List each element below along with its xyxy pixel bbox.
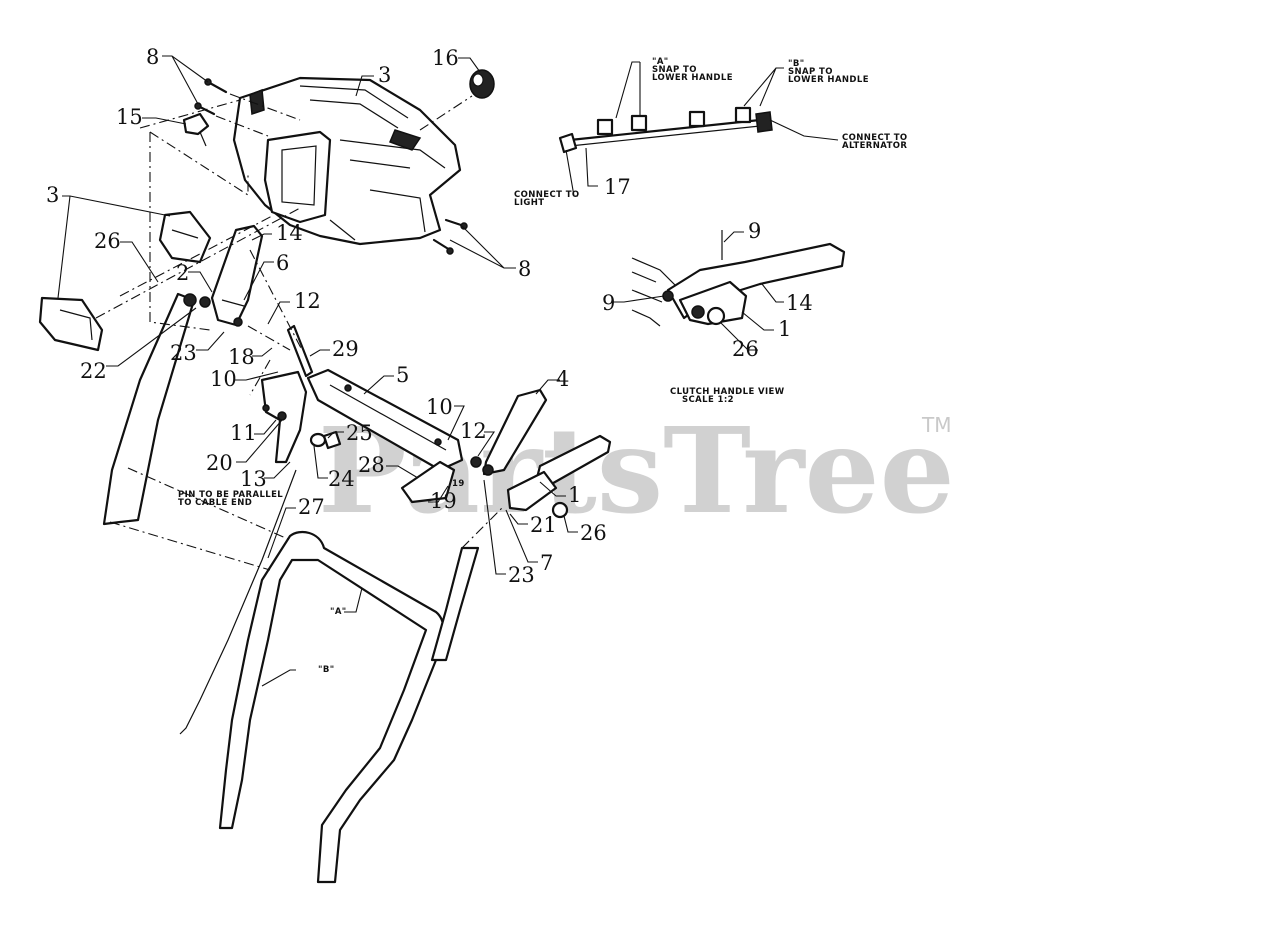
callout-numbers: 8 3 16 15 3 26 14 2 6 12 22 23 18 29 10 … — [46, 45, 813, 587]
callout-21: 21 — [530, 513, 557, 537]
callout-11: 11 — [230, 421, 257, 445]
note-small-19: 19 — [452, 479, 465, 489]
knob-part-16 — [469, 69, 495, 99]
callout-12-right: 12 — [460, 419, 487, 443]
callout-1-inset: 1 — [778, 317, 791, 341]
callout-2: 2 — [176, 261, 189, 285]
callout-12: 12 — [294, 289, 321, 313]
callout-9: 9 — [748, 219, 761, 243]
watermark-tm: TM — [921, 413, 951, 437]
note-snap-b-2: SNAP TO — [788, 67, 833, 77]
callout-18: 18 — [228, 345, 255, 369]
callout-7: 7 — [540, 551, 553, 575]
callout-29: 29 — [332, 337, 359, 361]
callout-20: 20 — [206, 451, 233, 475]
note-connect-alternator-1: CONNECT TO — [842, 133, 908, 143]
callout-26: 26 — [94, 229, 121, 253]
callout-1: 1 — [568, 483, 581, 507]
callout-26-inset: 26 — [732, 337, 759, 361]
callout-8-lower: 8 — [518, 257, 531, 281]
callout-14: 14 — [276, 221, 303, 245]
wire-harness-part-17 — [558, 106, 773, 154]
bracket-part-20 — [260, 370, 308, 464]
callout-3: 3 — [378, 63, 391, 87]
bracket-part-28 — [400, 460, 456, 504]
callout-22: 22 — [80, 359, 107, 383]
key-part-15 — [182, 112, 210, 147]
callout-5: 5 — [396, 363, 409, 387]
note-snap-a-2: SNAP TO — [652, 65, 697, 75]
callout-27: 27 — [298, 495, 325, 519]
callout-10-right: 10 — [426, 395, 453, 419]
screw-parts-8-upper — [194, 78, 228, 116]
callout-10: 10 — [210, 367, 237, 391]
callout-14-inset: 14 — [786, 291, 813, 315]
upper-handle-frame — [218, 530, 480, 884]
callout-25: 25 — [346, 421, 373, 445]
callout-24: 24 — [328, 467, 355, 491]
note-snap-a-3: LOWER HANDLE — [652, 73, 733, 83]
callout-19: 19 — [430, 489, 457, 513]
note-label-b: "B" — [318, 665, 335, 675]
note-connect-alternator-2: ALTERNATOR — [842, 141, 907, 151]
clutch-handle-inset — [631, 230, 846, 327]
callout-3-left: 3 — [46, 183, 59, 207]
note-pin-parallel-1: PIN TO BE PARALLEL — [178, 490, 283, 500]
callout-4: 4 — [556, 367, 569, 391]
note-connect-light-1: CONNECT TO — [514, 190, 580, 200]
diagram-notes: "A" SNAP TO LOWER HANDLE "B" SNAP TO LOW… — [178, 57, 908, 675]
note-label-a: "A" — [330, 607, 347, 617]
leader-lines — [57, 55, 839, 687]
note-snap-b-3: LOWER HANDLE — [788, 75, 869, 85]
bracket-part-6 — [210, 224, 264, 327]
side-panel-part-3 — [158, 210, 212, 264]
lower-handle-left — [102, 292, 211, 526]
note-clutch-view-2: SCALE 1:2 — [682, 395, 734, 405]
cable-part-27 — [179, 469, 297, 735]
note-connect-light-2: LIGHT — [514, 198, 544, 208]
callout-16: 16 — [432, 46, 459, 70]
callout-17: 17 — [604, 175, 631, 199]
screw-parts-8-lower — [432, 218, 468, 255]
light-lens-part-3 — [38, 296, 104, 352]
callout-8: 8 — [146, 45, 159, 69]
note-snap-a-1: "A" — [652, 57, 669, 67]
note-clutch-view-1: CLUTCH HANDLE VIEW — [670, 387, 785, 397]
assembly-lines — [95, 93, 503, 571]
note-pin-parallel-2: TO CABLE END — [178, 498, 252, 508]
callout-28: 28 — [358, 453, 385, 477]
callout-23: 23 — [170, 341, 197, 365]
callout-9-left: 9 — [602, 291, 615, 315]
callout-6: 6 — [276, 251, 289, 275]
callout-23-lower: 23 — [508, 563, 535, 587]
control-plate-part-5 — [306, 368, 464, 472]
clutch-grip-part-1 — [470, 434, 612, 519]
callout-26-lower: 26 — [580, 521, 607, 545]
lever-part-29 — [286, 324, 314, 378]
note-snap-b-1: "B" — [788, 59, 805, 69]
callout-15: 15 — [116, 105, 143, 129]
dash-console-part — [232, 76, 462, 246]
callout-13: 13 — [240, 467, 267, 491]
